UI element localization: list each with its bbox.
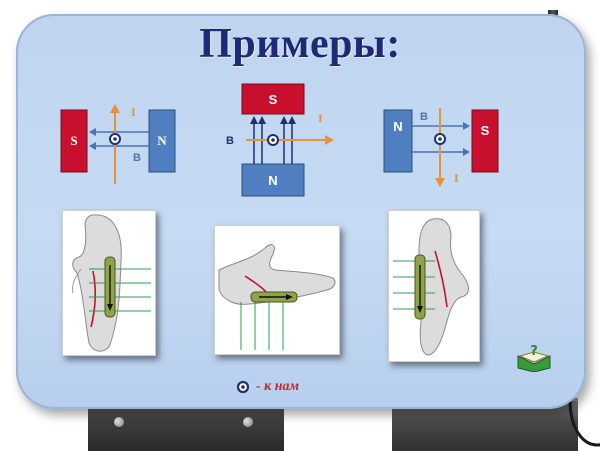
magnet-diagram-3: N S I B <box>383 108 499 187</box>
left-hand-rule-photo-2 <box>214 225 340 355</box>
magnet-diagram-1: S N I B <box>60 104 176 184</box>
field-label: B <box>226 135 234 147</box>
bolt-icon <box>114 417 124 427</box>
pole-label: N <box>268 173 277 188</box>
magnet-diagram-2: S N I B <box>226 83 334 197</box>
legend-text: - к нам <box>256 379 300 394</box>
pole-label: S <box>481 123 490 138</box>
current-label: I <box>454 171 459 185</box>
page-title: Примеры: <box>199 21 401 67</box>
pole-label: S <box>269 92 278 107</box>
legend: - к нам <box>236 378 299 396</box>
left-hand-rule-photo-3 <box>388 210 480 362</box>
left-hand-rule-photo-1 <box>62 210 156 356</box>
field-label: B <box>420 111 428 123</box>
bolt-icon <box>243 417 253 427</box>
pole-label: S <box>70 133 77 148</box>
pole-label: N <box>157 133 167 148</box>
pole-label: N <box>393 119 402 134</box>
current-label: I <box>131 105 136 119</box>
book-question-icon[interactable]: ? <box>516 342 552 372</box>
svg-text:?: ? <box>530 344 538 359</box>
current-toward-viewer-icon <box>236 380 250 394</box>
current-label: I <box>318 111 323 125</box>
field-label: B <box>133 152 141 164</box>
